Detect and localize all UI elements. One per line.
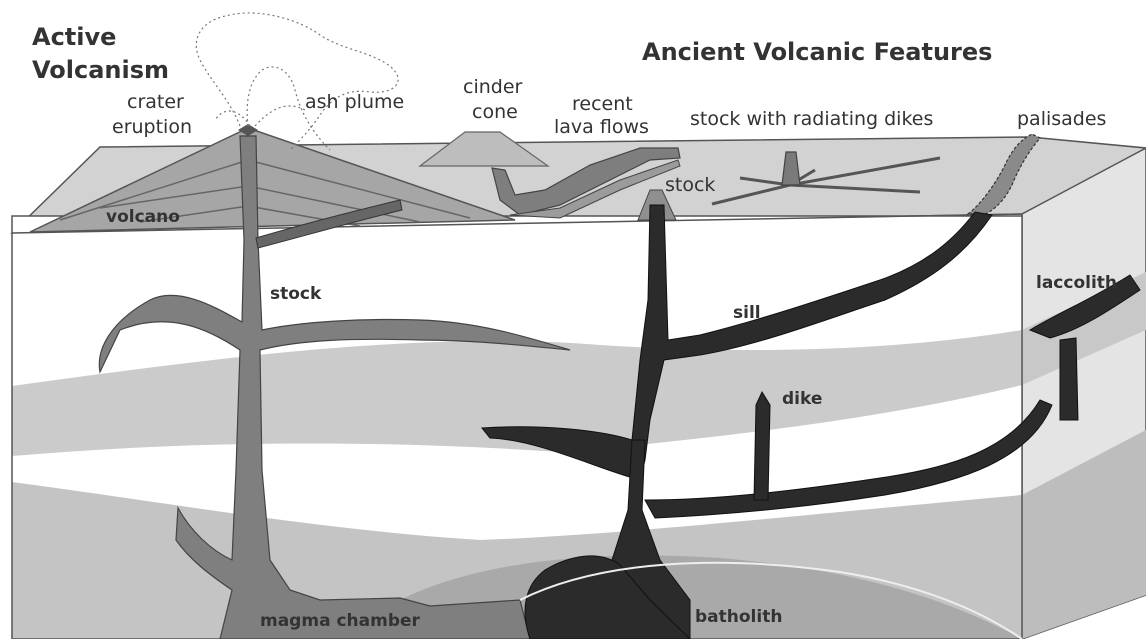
batholith-label: batholith [695,607,782,627]
sill-label: sill [733,303,761,323]
lava-flows-label-2: lava flows [554,116,649,138]
cinder-cone-label-2: cone [472,101,518,123]
crater-eruption-label-1: crater [127,91,184,113]
dike-label: dike [782,389,822,409]
magma-chamber-label: magma chamber [260,611,421,631]
lava-flows-label-1: recent [572,93,633,115]
active-volcanism-title-1: Active [32,23,116,51]
volcano-label: volcano [106,207,180,227]
cinder-cone-label-1: cinder [463,76,523,98]
active-volcanism-title-2: Volcanism [32,56,169,84]
ash-plume-label: ash plume [305,91,404,113]
stock-label: stock [270,284,322,304]
palisades-label: palisades [1017,108,1106,130]
crater-eruption-label-2: eruption [112,116,192,138]
ash-plume-outline [196,13,398,150]
surface-stock-label: stock [665,174,715,196]
ancient-features-title: Ancient Volcanic Features [642,38,992,66]
laccolith-label: laccolith [1036,273,1117,293]
stock-radiating-label: stock with radiating dikes [690,108,933,130]
ash-plume-inner-2 [215,106,305,126]
